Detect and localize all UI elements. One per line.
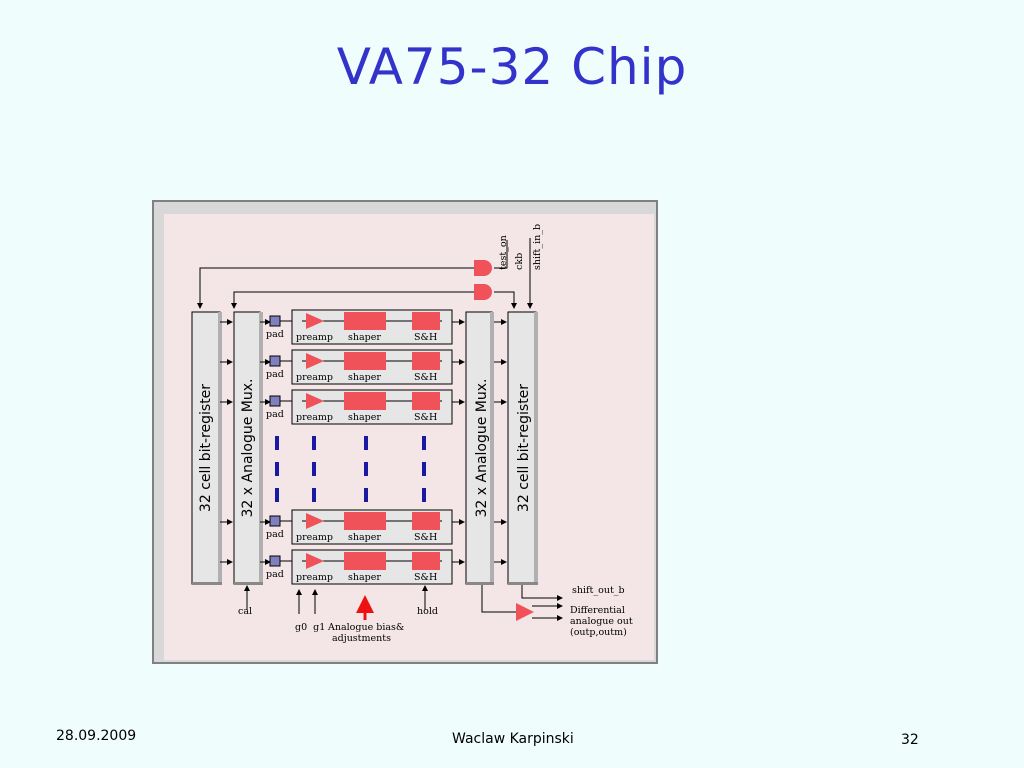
channel-row: pad preamp shaper S&H (220, 349, 507, 385)
preamp-label: preamp (296, 332, 333, 343)
pad-label: pad (266, 369, 284, 380)
sh-block (412, 392, 440, 410)
pad-icon (269, 395, 281, 407)
output-lines (481, 585, 563, 621)
sh-block (412, 552, 440, 570)
channel-row: pad preamp shaper S&H (220, 509, 507, 545)
diff-out-label-2: analogue out (570, 616, 633, 627)
top-signal-lines (197, 238, 533, 309)
left-analogue-mux: 32 x Analogue Mux. (233, 311, 263, 585)
preamp-icon (306, 553, 324, 569)
shaper-label: shaper (348, 332, 381, 343)
sh-block (412, 352, 440, 370)
and-gate-icon (474, 260, 492, 276)
preamp-icon (306, 313, 324, 329)
diff-out-label-1: Differential (570, 605, 625, 616)
right-register-label: 32 cell bit-register (516, 384, 532, 512)
ckb-label: ckb (514, 253, 525, 270)
channel-row: pad preamp shaper S&H (220, 389, 507, 425)
shaper-label: shaper (348, 412, 381, 423)
preamp-icon (306, 513, 324, 529)
left-mux-label: 32 x Analogue Mux. (240, 379, 256, 518)
bottom-input-arrows (244, 585, 428, 614)
preamp-label: preamp (296, 372, 333, 383)
sh-label: S&H (414, 332, 437, 343)
left-bit-register: 32 cell bit-register (191, 311, 222, 585)
cal-label: cal (238, 606, 252, 617)
sh-block (412, 312, 440, 330)
preamp-label: preamp (296, 572, 333, 583)
right-bit-register: 32 cell bit-register (507, 311, 538, 585)
pad-label: pad (266, 329, 284, 340)
diff-out-label-3: (outp,outm) (570, 627, 627, 638)
pad-icon (269, 315, 281, 327)
shaper-label: shaper (348, 532, 381, 543)
shift-out-label: shift_out_b (572, 585, 625, 596)
shaper-block (344, 512, 386, 530)
footer-author: Waclaw Karpinski (452, 731, 574, 747)
pad-icon (269, 355, 281, 367)
right-analogue-mux: 32 x Analogue Mux. (465, 311, 494, 585)
sh-label: S&H (414, 532, 437, 543)
bias-label: Analogue bias& (327, 622, 404, 633)
shaper-block (344, 352, 386, 370)
slide-title: VA75-32 Chip (336, 38, 688, 96)
channel-row: pad preamp shaper S&H (220, 309, 507, 345)
test-on-label: test_on (498, 235, 509, 270)
left-register-label: 32 cell bit-register (198, 384, 214, 512)
right-mux-label: 32 x Analogue Mux. (474, 379, 490, 518)
channel-row: pad preamp shaper S&H (220, 549, 507, 585)
pad-label: pad (266, 529, 284, 540)
pad-icon (269, 515, 281, 527)
shift-in-label: shift_in_b (532, 224, 543, 270)
ellipsis-dots (275, 436, 426, 502)
sh-label: S&H (414, 412, 437, 423)
sh-label: S&H (414, 372, 437, 383)
shaper-block (344, 552, 386, 570)
sh-label: S&H (414, 572, 437, 583)
gain-labels: g0 g1 (295, 622, 325, 633)
shaper-block (344, 392, 386, 410)
footer-date: 28.09.2009 (56, 728, 137, 744)
preamp-label: preamp (296, 532, 333, 543)
pad-label: pad (266, 569, 284, 580)
and-gate-icon (474, 284, 492, 300)
shaper-block (344, 312, 386, 330)
shaper-label: shaper (348, 372, 381, 383)
preamp-icon (306, 393, 324, 409)
hold-label: hold (417, 606, 438, 617)
chip-block-diagram: test_on ckb shift_in_b 32 cell bit-regis… (152, 200, 658, 664)
adjustments-label: adjustments (332, 633, 391, 644)
pad-label: pad (266, 409, 284, 420)
sh-block (412, 512, 440, 530)
preamp-label: preamp (296, 412, 333, 423)
preamp-icon (306, 353, 324, 369)
shaper-label: shaper (348, 572, 381, 583)
pad-icon (269, 555, 281, 567)
output-amplifier-icon (516, 603, 534, 621)
footer-page-number: 32 (901, 732, 919, 748)
